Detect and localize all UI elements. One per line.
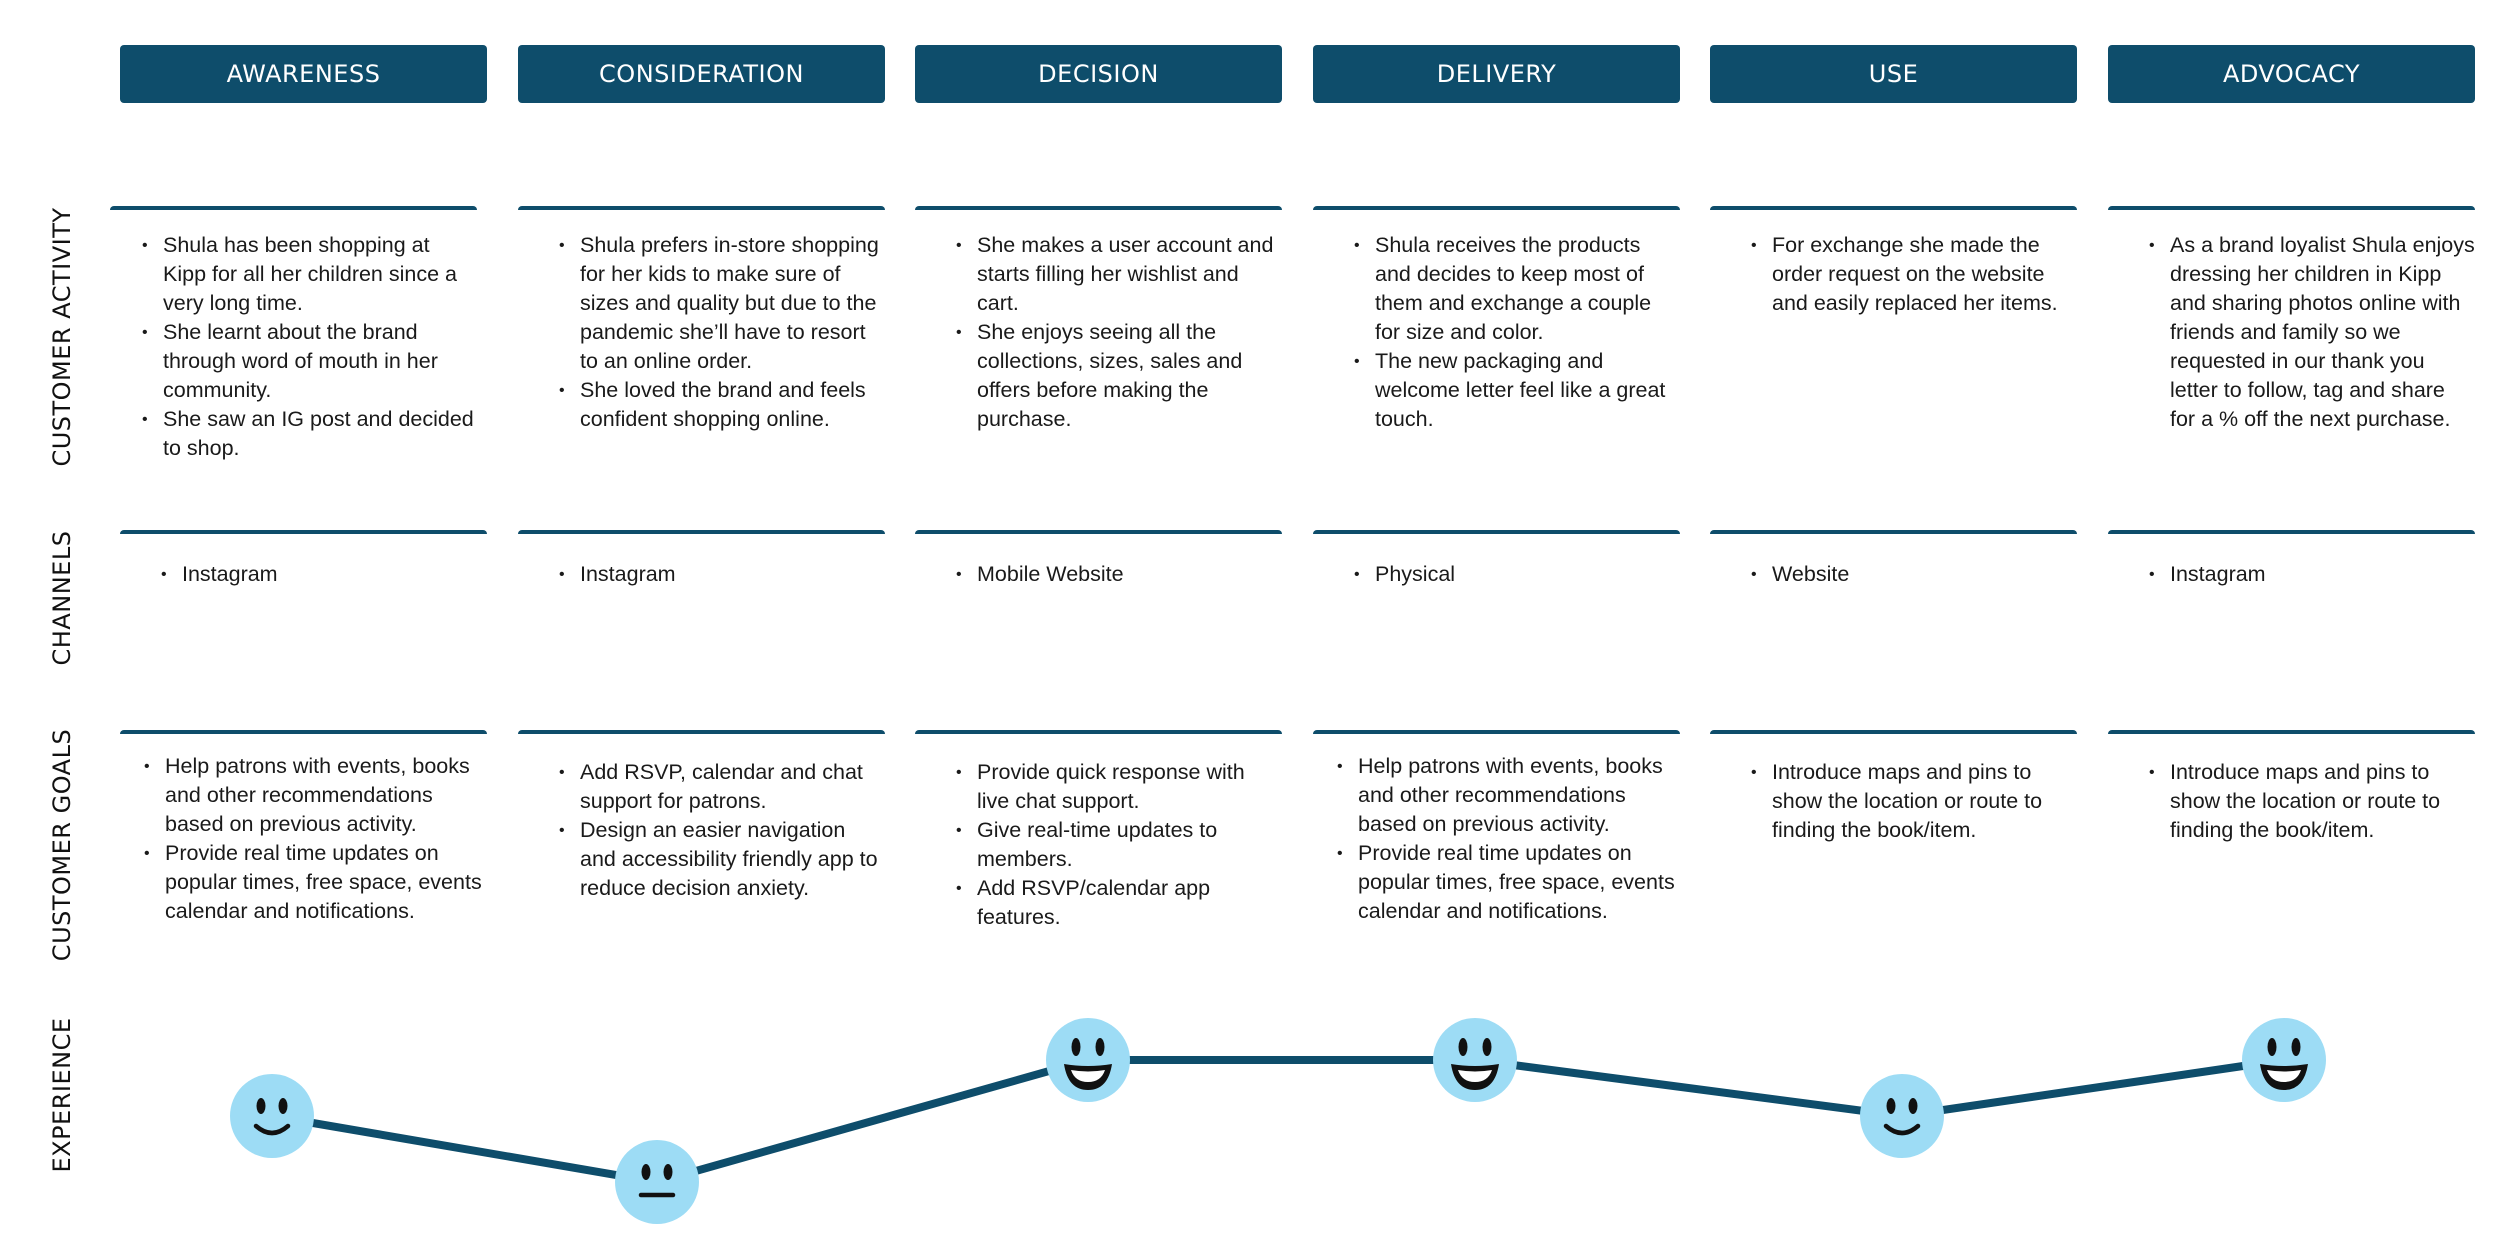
- happy-face-icon: [230, 1074, 314, 1158]
- goals-cell-consideration: Add RSVP, calendar and chat support for …: [518, 730, 885, 990]
- activity-cell-decision: She makes a user account and starts fill…: [915, 206, 1282, 506]
- list-item: Provide quick response with live chat su…: [956, 758, 1282, 816]
- stage-header-decision: DECISION: [915, 45, 1282, 103]
- list-item: Instagram: [2149, 560, 2475, 589]
- stage-header-use: USE: [1710, 45, 2077, 103]
- list-item: Shula receives the products and decides …: [1354, 231, 1680, 347]
- experience-line-segment: [1901, 1056, 2285, 1120]
- stage-headers: AWARENESS CONSIDERATION DECISION DELIVERY US…: [0, 0, 2500, 110]
- list-item: Give real-time updates to members.: [956, 816, 1282, 874]
- very-happy-face-icon: [1046, 1018, 1130, 1102]
- list-item: As a brand loyalist Shula enjoys dressin…: [2149, 231, 2475, 434]
- channel-cell-consideration: Instagram: [518, 530, 885, 710]
- goals-cell-delivery: Help patrons with events, books and othe…: [1313, 730, 1680, 990]
- goals-cell-decision: Provide quick response with live chat su…: [915, 730, 1282, 990]
- activity-cell-consideration: Shula prefers in-store shopping for her …: [518, 206, 885, 506]
- goals-cell-advocacy: Introduce maps and pins to show the loca…: [2108, 730, 2475, 990]
- list-item: She saw an IG post and decided to shop.: [142, 405, 477, 463]
- list-item: Physical: [1354, 560, 1680, 589]
- list-item: Shula prefers in-store shopping for her …: [559, 231, 885, 376]
- stage-header-advocacy: ADVOCACY: [2108, 45, 2475, 103]
- list-item: She makes a user account and starts fill…: [956, 231, 1282, 318]
- channel-cell-decision: Mobile Website: [915, 530, 1282, 710]
- happy-face-icon: [1860, 1074, 1944, 1158]
- list-item: Provide real time updates on popular tim…: [144, 839, 487, 926]
- neutral-face-icon: [615, 1140, 699, 1224]
- activity-cell-use: For exchange she made the order request …: [1710, 206, 2077, 506]
- list-item: Design an easier navigation and accessib…: [559, 816, 885, 903]
- activity-cell-advocacy: As a brand loyalist Shula enjoys dressin…: [2108, 206, 2475, 506]
- very-happy-face-icon: [2242, 1018, 2326, 1102]
- very-happy-face-icon: [1433, 1018, 1517, 1102]
- list-item: She enjoys seeing all the collections, s…: [956, 318, 1282, 434]
- list-item: Add RSVP/calendar app features.: [956, 874, 1282, 932]
- activity-cell-delivery: Shula receives the products and decides …: [1313, 206, 1680, 506]
- stage-header-awareness: AWARENESS: [120, 45, 487, 103]
- channel-cell-advocacy: Instagram: [2108, 530, 2475, 710]
- list-item: Introduce maps and pins to show the loca…: [1751, 758, 2077, 845]
- channel-cell-use: Website: [1710, 530, 2077, 710]
- experience-line-segment: [1474, 1056, 1903, 1120]
- channel-cell-awareness: Instagram: [120, 530, 487, 710]
- list-item: For exchange she made the order request …: [1751, 231, 2077, 318]
- list-item: Instagram: [559, 560, 885, 589]
- stage-header-consideration: CONSIDERATION: [518, 45, 885, 103]
- list-item: Help patrons with events, books and othe…: [1337, 752, 1680, 839]
- activity-cell-awareness: Shula has been shopping at Kipp for all …: [110, 206, 477, 506]
- experience-line-segment: [655, 1056, 1090, 1186]
- list-item: Mobile Website: [956, 560, 1282, 589]
- list-item: She learnt about the brand through word …: [142, 318, 477, 405]
- goals-cell-awareness: Help patrons with events, books and othe…: [120, 730, 487, 990]
- list-item: The new packaging and welcome letter fee…: [1354, 347, 1680, 434]
- list-item: Introduce maps and pins to show the loca…: [2149, 758, 2475, 845]
- goals-cell-use: Introduce maps and pins to show the loca…: [1710, 730, 2077, 990]
- list-item: Add RSVP, calendar and chat support for …: [559, 758, 885, 816]
- list-item: Provide real time updates on popular tim…: [1337, 839, 1680, 926]
- list-item: Shula has been shopping at Kipp for all …: [142, 231, 477, 318]
- experience-line-segment: [271, 1112, 658, 1186]
- list-item: Website: [1751, 560, 2077, 589]
- list-item: Instagram: [161, 560, 487, 589]
- stage-header-delivery: DELIVERY: [1313, 45, 1680, 103]
- list-item: She loved the brand and feels confident …: [559, 376, 885, 434]
- list-item: Help patrons with events, books and othe…: [144, 752, 487, 839]
- channel-cell-delivery: Physical: [1313, 530, 1680, 710]
